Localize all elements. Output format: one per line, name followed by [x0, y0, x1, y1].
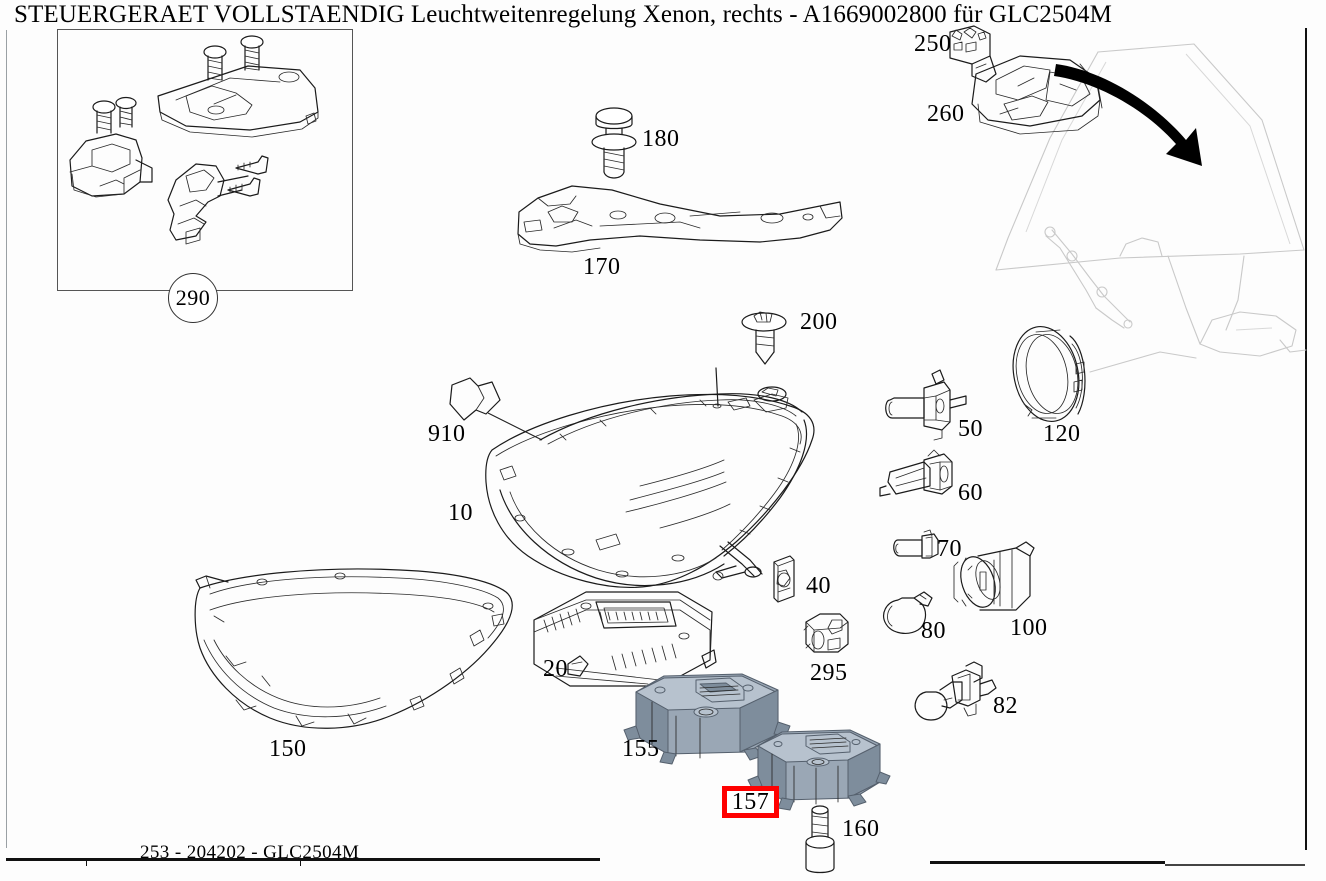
callout-150[interactable]: 150 — [269, 736, 307, 762]
page-border-right — [1305, 28, 1307, 850]
page-border-tick — [300, 858, 301, 866]
inset-detail-box — [57, 29, 353, 291]
part-250-sensor — [949, 25, 997, 83]
page-border-bottom-left — [6, 858, 600, 861]
part-82-bulb-holder — [914, 661, 997, 721]
callout-260[interactable]: 260 — [927, 101, 965, 127]
callout-160[interactable]: 160 — [842, 816, 880, 842]
part-40-clip — [773, 555, 795, 603]
callout-100[interactable]: 100 — [1010, 615, 1048, 641]
part-60-bulb — [879, 449, 953, 497]
page-title: STEUERGERAET VOLLSTAENDIG Leuchtweitenre… — [14, 1, 1112, 28]
part-160-bolt — [805, 805, 835, 874]
callout-70[interactable]: 70 — [937, 536, 962, 562]
callout-80[interactable]: 80 — [921, 618, 946, 644]
part-100-actuator — [953, 541, 1035, 611]
callout-120[interactable]: 120 — [1043, 421, 1081, 447]
callout-295[interactable]: 295 — [810, 660, 848, 686]
part-120-cover-ring — [1012, 325, 1086, 423]
page-border-tick — [86, 858, 87, 866]
installation-arrow — [1054, 64, 1202, 166]
footer-code: 253 - 204202 - GLC2504M — [140, 842, 360, 863]
callout-40[interactable]: 40 — [806, 573, 831, 599]
callout-200[interactable]: 200 — [800, 309, 838, 335]
callout-10[interactable]: 10 — [448, 500, 473, 526]
part-295-connector — [803, 613, 849, 653]
part-50-bulb — [885, 369, 967, 441]
part-70-bulb — [893, 529, 939, 559]
part-260-cowl-cover — [971, 55, 1103, 135]
callout-250[interactable]: 250 — [914, 31, 952, 57]
callout-157-highlighted[interactable]: 157 — [722, 786, 779, 818]
callout-60[interactable]: 60 — [958, 480, 983, 506]
callout-155[interactable]: 155 — [622, 736, 660, 762]
page-border-bottom-far-right — [1165, 864, 1305, 866]
callout-290[interactable]: 290 — [168, 273, 218, 323]
part-150-bezel — [194, 568, 513, 729]
vehicle-outline — [995, 43, 1307, 373]
callout-180[interactable]: 180 — [642, 126, 680, 152]
callout-82[interactable]: 82 — [993, 693, 1018, 719]
part-10-headlamp — [485, 367, 815, 588]
page-border-left — [6, 30, 7, 848]
callout-170[interactable]: 170 — [583, 254, 621, 280]
part-170-bracket — [517, 185, 843, 253]
callout-50[interactable]: 50 — [958, 416, 983, 442]
callout-20[interactable]: 20 — [543, 656, 568, 682]
page-border-bottom-right — [930, 861, 1165, 864]
part-200-screw — [741, 311, 787, 365]
part-180-rivet — [591, 107, 637, 179]
callout-910[interactable]: 910 — [428, 421, 466, 447]
